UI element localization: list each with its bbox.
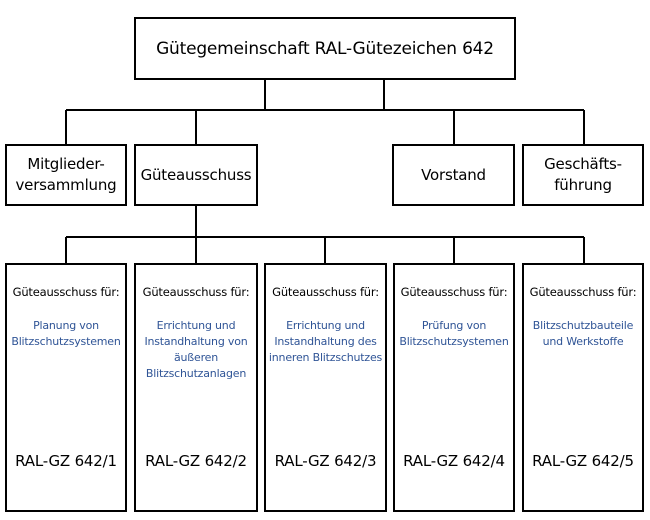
vorstand-label: Vorstand [421,165,486,184]
committee-box-3: Güteausschuss für: Errichtung und Instan… [264,263,387,512]
committee-heading: Güteausschuss für: [272,285,379,299]
committee-box-2: Güteausschuss für: Errichtung und Instan… [134,263,258,512]
committee-heading: Güteausschuss für: [142,285,250,299]
committee-code: RAL-GZ 642/5 [532,452,634,470]
committee-topic: Errichtung und Instandhaltung von äußere… [144,319,248,380]
box-gueteausschuss: Güteausschuss [134,144,258,206]
committee-box-5: Güteausschuss für: Blitzschutzbauteile u… [522,263,644,512]
root-label: Gütegemeinschaft RAL-Gütezeichen 642 [156,38,494,59]
committee-box-4: Güteausschuss für: Prüfung von Blitzschu… [393,263,515,512]
mitgliederversammlung-label: Mitglieder- versammlung [15,155,117,194]
committee-topic: Blitzschutzbauteile und Werkstoffe [532,319,634,348]
committee-code: RAL-GZ 642/4 [403,452,505,470]
committee-heading: Güteausschuss für: [12,285,120,299]
committee-heading: Güteausschuss für: [529,285,637,299]
geschaeftsfuehrung-label: Geschäfts- führung [544,155,622,194]
box-geschaeftsfuehrung: Geschäfts- führung [522,144,644,206]
committee-topic: Prüfung von Blitzschutzsystemen [399,319,509,348]
committee-topic: Planung von Blitzschutzsystemen [11,319,121,348]
committee-code: RAL-GZ 642/3 [274,452,377,470]
box-vorstand: Vorstand [392,144,515,206]
committee-box-1: Güteausschuss für: Planung von Blitzschu… [5,263,127,512]
committee-code: RAL-GZ 642/1 [15,452,117,470]
committee-topic: Errichtung und Instandhaltung des innere… [268,319,383,364]
committee-heading: Güteausschuss für: [400,285,508,299]
committee-code: RAL-GZ 642/2 [145,452,247,470]
gueteausschuss-label: Güteausschuss [140,165,252,184]
root-box: Gütegemeinschaft RAL-Gütezeichen 642 [134,17,516,80]
box-mitgliederversammlung: Mitglieder- versammlung [5,144,127,206]
